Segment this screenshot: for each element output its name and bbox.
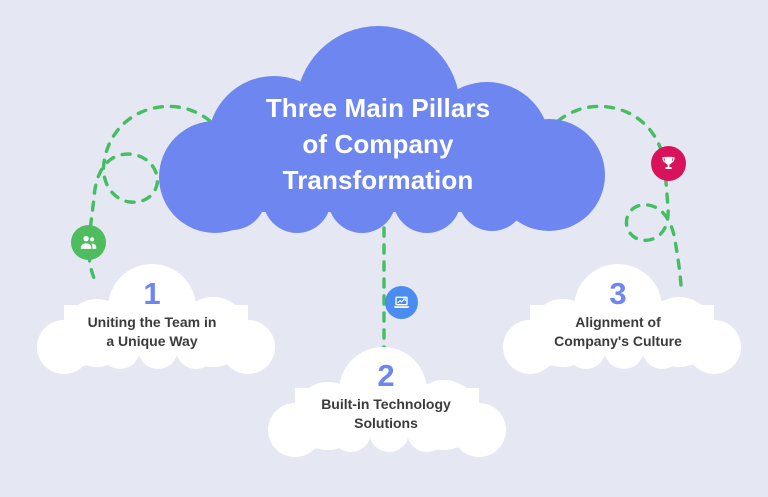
- laptop-chart-icon: [392, 293, 411, 312]
- pillar-2-number: 2: [377, 358, 395, 393]
- pillar-3-title-line-1: Alignment of: [575, 314, 661, 330]
- pillar-3-badge: [651, 146, 686, 181]
- pillar-1-title-line-2: a Unique Way: [106, 333, 198, 349]
- pillar-2-title-line-1: Built-in Technology: [321, 396, 451, 412]
- hero-title: Three Main Pillars of Company Transforma…: [204, 90, 552, 198]
- connector-right: [544, 104, 683, 287]
- pillar-2-text: 2 Built-in Technology Solutions: [282, 358, 490, 433]
- pillar-3-number: 3: [609, 276, 627, 311]
- pillar-3-text: 3 Alignment of Company's Culture: [514, 276, 722, 351]
- hero-cloud: [159, 26, 605, 233]
- pillar-cloud-2: [268, 347, 506, 457]
- pillar-2-title-line-2: Solutions: [354, 415, 418, 431]
- pillar-cloud-1: [37, 264, 275, 374]
- trophy-icon: [659, 154, 678, 173]
- pillar-1-text: 1 Uniting the Team in a Unique Way: [48, 276, 256, 351]
- pillar-1-badge: [71, 225, 106, 260]
- people-icon: [78, 232, 99, 253]
- pillar-3-title-line-2: Company's Culture: [554, 333, 682, 349]
- pillar-1-title-line-1: Uniting the Team in: [87, 314, 217, 330]
- pillar-cloud-3: [503, 264, 741, 374]
- hero-title-line-3: Transformation: [282, 165, 474, 195]
- pillar-2-badge: [385, 286, 418, 319]
- pillar-1-number: 1: [143, 276, 161, 311]
- hero-title-line-1: Three Main Pillars: [265, 93, 491, 123]
- hero-title-line-2: of Company: [302, 129, 454, 159]
